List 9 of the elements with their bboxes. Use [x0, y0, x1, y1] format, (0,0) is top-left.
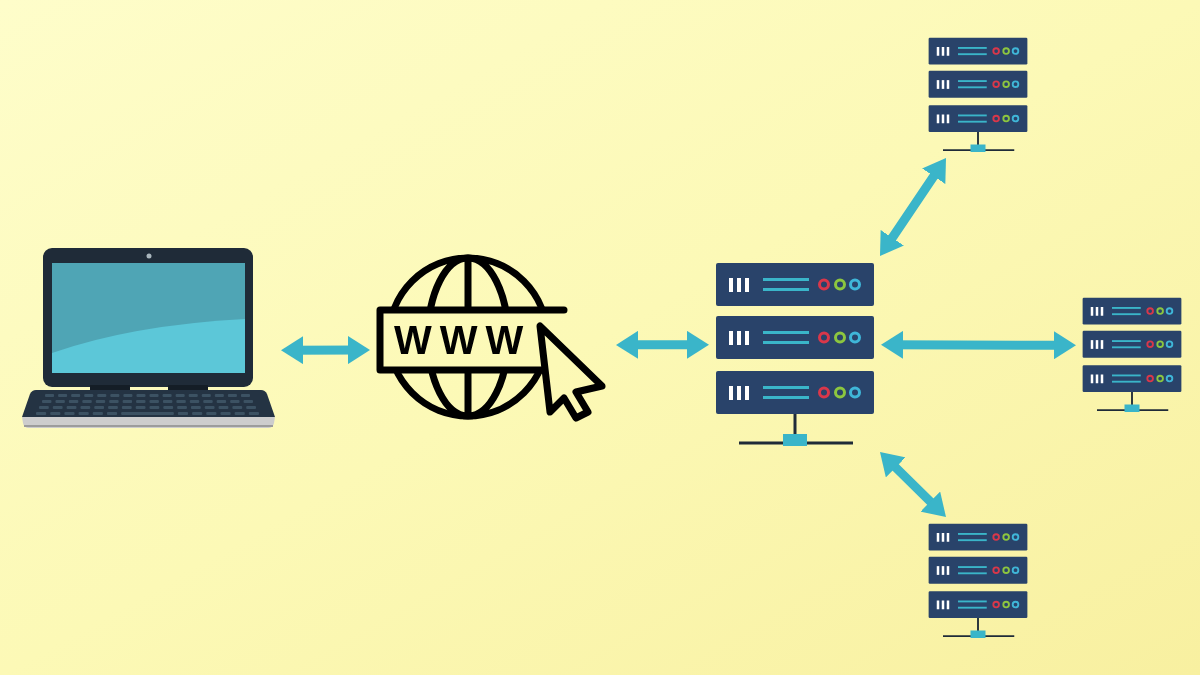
server-rack-illustration: [715, 262, 875, 446]
www-label: WWW: [394, 320, 532, 360]
server-rack-illustration: [1082, 297, 1182, 412]
double-arrow: [616, 330, 709, 359]
laptop-illustration: [22, 247, 275, 428]
double-arrow: [281, 336, 370, 365]
double-arrow: [881, 330, 1076, 360]
server-rack-illustration: [928, 523, 1028, 638]
server-rack-illustration: [928, 37, 1028, 152]
